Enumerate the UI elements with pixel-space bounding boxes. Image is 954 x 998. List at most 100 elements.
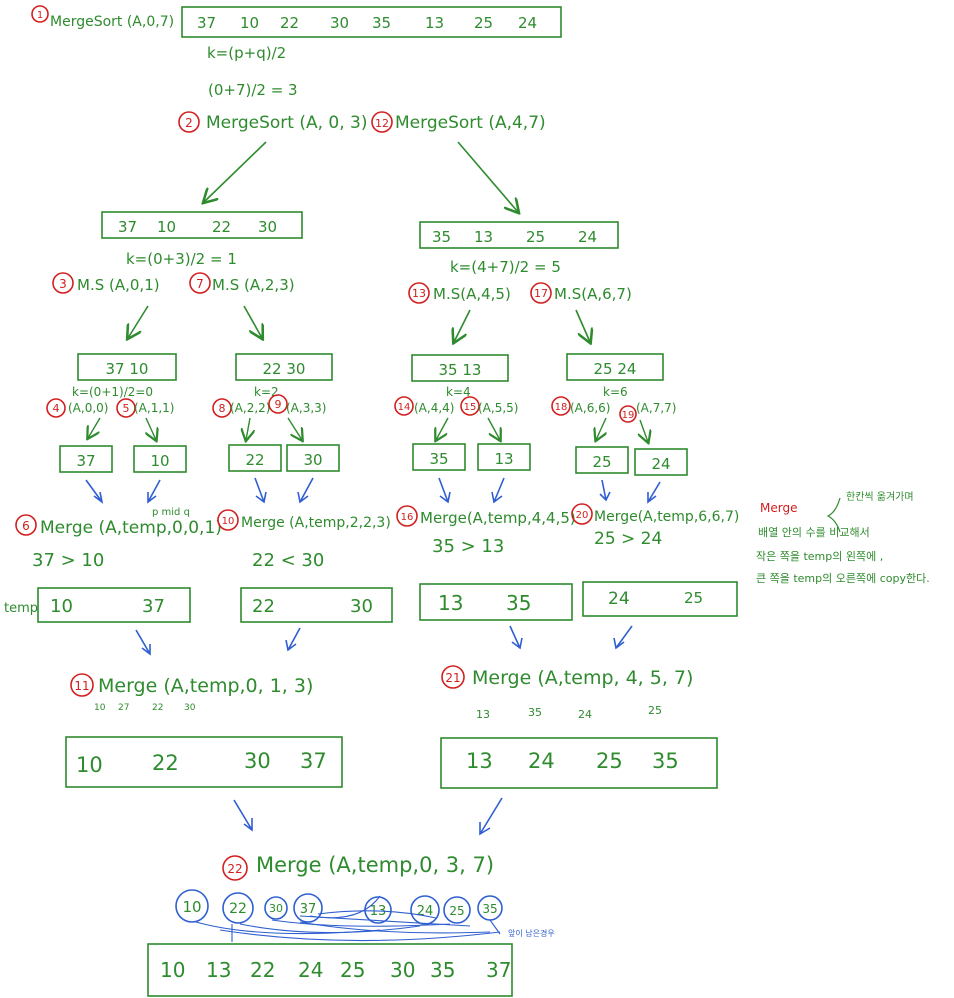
arrow xyxy=(487,417,500,440)
temp-value: 22 xyxy=(252,596,275,617)
pair-box-6-7 xyxy=(566,353,664,381)
final-value: 37 xyxy=(486,958,511,982)
step-number: 19 xyxy=(622,410,635,421)
root-value-3: 30 xyxy=(330,14,349,32)
note-line-2: 큰 쪽을 temp의 오른쪽에 copy한다. xyxy=(756,572,930,585)
temp-value: 35 xyxy=(506,591,531,615)
temp-box-2-3 xyxy=(240,587,393,623)
temp-value: 13 xyxy=(438,591,463,615)
pair-values-2-3: 22 30 xyxy=(263,360,306,378)
leaf-box xyxy=(228,444,282,472)
ms-call-2-3: M.S (A,2,3) xyxy=(212,276,295,294)
step-circle xyxy=(70,673,94,697)
array-box-right xyxy=(419,221,619,249)
pair-k-0-1: k=(0+1)/2=0 xyxy=(72,385,153,399)
left-value-3: 30 xyxy=(258,218,277,236)
step-circle xyxy=(178,111,200,133)
leaf-value: 30 xyxy=(303,451,322,469)
step-number: 6 xyxy=(22,519,30,533)
merge-hint: 22 xyxy=(152,703,163,713)
temp-label: temp xyxy=(4,601,38,616)
step-number: 15 xyxy=(464,402,477,413)
merge-hint: 13 xyxy=(476,708,490,721)
leaf-box xyxy=(412,443,466,471)
k-calc-right: k=(4+7)/2 = 5 xyxy=(450,258,561,276)
mergesort-call-root: MergeSort (A,0,7) xyxy=(50,14,174,30)
pair-values-6-7: 25 24 xyxy=(594,360,637,378)
step-number: 13 xyxy=(412,287,426,300)
step-number: 5 xyxy=(123,402,130,415)
mergesort-call-left: MergeSort (A, 0, 3) xyxy=(206,113,367,133)
call-a-5-5: (A,5,5) xyxy=(478,401,518,415)
root-value-4: 35 xyxy=(372,14,391,32)
k-calc-root: (0+7)/2 = 3 xyxy=(208,81,298,99)
step-circle xyxy=(116,398,136,418)
compare-6-7: 25 > 24 xyxy=(594,529,662,549)
merge-0-1-3: Merge (A,temp,0, 1, 3) xyxy=(98,675,313,697)
step-number: 21 xyxy=(445,671,460,685)
circle-value: 30 xyxy=(269,902,283,915)
step-circle xyxy=(619,405,637,423)
call-a-2-2: (A,2,2) xyxy=(230,401,270,415)
step-circle xyxy=(52,272,74,294)
merge-hint: 25 xyxy=(648,704,662,717)
merge-4-4-5: Merge(A,temp,4,4,5) xyxy=(420,509,576,527)
step-circle xyxy=(408,282,430,304)
step-number: 16 xyxy=(401,512,414,523)
pair-box-4-5 xyxy=(411,354,509,382)
arrow xyxy=(575,309,590,342)
blue-arrows xyxy=(135,625,633,656)
step-circle xyxy=(530,282,552,304)
note-line-0: 배열 안의 수를 비교해서 xyxy=(758,525,870,539)
step-circle xyxy=(394,396,414,416)
step-number: 4 xyxy=(53,402,60,415)
pair-box-0-1 xyxy=(77,353,177,381)
step-circle xyxy=(371,111,393,133)
leaf-value: 25 xyxy=(592,453,611,471)
array-box-left xyxy=(101,211,303,239)
step-circle xyxy=(31,5,49,23)
note-aside: 한칸씩 옮겨가며 xyxy=(846,491,914,503)
root-value-0: 37 xyxy=(197,14,216,32)
arrow xyxy=(243,305,262,338)
ms-call-0-1: M.S (A,0,1) xyxy=(77,276,160,294)
circle-value: 35 xyxy=(482,902,497,916)
blue-arrows xyxy=(233,797,503,836)
arrow xyxy=(640,419,648,442)
arrow xyxy=(596,417,606,440)
step-circle xyxy=(217,509,239,531)
compare-0-1: 37 > 10 xyxy=(32,550,104,571)
leaf-value: 35 xyxy=(429,450,448,468)
step-number: 17 xyxy=(534,287,548,300)
leaf-value: 37 xyxy=(76,452,95,470)
final-value: 13 xyxy=(206,958,231,982)
arrow xyxy=(246,417,250,440)
step-number: 18 xyxy=(555,402,568,413)
final-value: 35 xyxy=(430,958,455,982)
final-value: 24 xyxy=(298,958,323,982)
step-circle xyxy=(212,398,232,418)
temp-box-6-7 xyxy=(582,581,738,617)
pair-k-6-7: k=6 xyxy=(603,385,628,399)
temp-box-0-1 xyxy=(37,587,191,623)
pair-values-0-1: 37 10 xyxy=(106,360,149,378)
result-value: 30 xyxy=(244,749,271,773)
temp-box-4-5 xyxy=(419,583,573,621)
result-value: 25 xyxy=(596,749,623,773)
step-circle xyxy=(396,505,418,527)
ms-call-4-5: M.S(A,4,5) xyxy=(433,285,511,303)
k-calc-left: k=(0+3)/2 = 1 xyxy=(126,250,237,268)
temp-value: 30 xyxy=(350,596,373,617)
leaf-box xyxy=(286,444,340,472)
arrow xyxy=(457,141,518,212)
right-value-2: 25 xyxy=(526,228,545,246)
blue-arrows xyxy=(85,477,661,504)
call-a-0-0: (A,0,0) xyxy=(68,401,108,415)
call-a-7-7: (A,7,7) xyxy=(636,401,676,415)
call-a-3-3: (A,3,3) xyxy=(286,401,326,415)
final-value: 22 xyxy=(250,958,275,982)
step-circle xyxy=(571,503,593,525)
final-value: 30 xyxy=(390,958,415,982)
leaf-value: 24 xyxy=(651,455,670,473)
